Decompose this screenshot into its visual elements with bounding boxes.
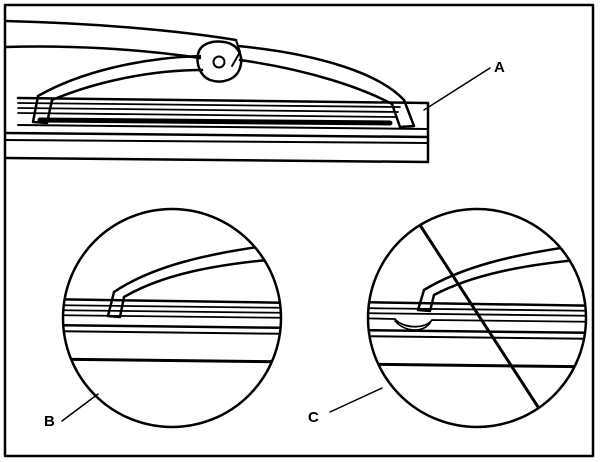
yoke-claw-right — [390, 98, 416, 129]
pivot-rivet — [212, 55, 226, 69]
blade-yoke-right — [236, 44, 406, 102]
leader-line-c — [329, 387, 383, 413]
wiper-assembly-top — [5, 19, 491, 164]
label-b: B — [44, 413, 55, 430]
label-a: A — [494, 59, 505, 76]
wiper-pivot — [196, 40, 243, 83]
wiper-arm — [5, 19, 238, 42]
wiper-blade-rubber — [16, 96, 430, 139]
leader-line-a — [423, 67, 491, 111]
detail-circle-incorrect — [329, 207, 588, 429]
figure-frame — [3, 3, 595, 458]
detail-circle-correct — [61, 207, 283, 429]
blade-yoke-left — [36, 54, 202, 98]
windshield-base — [5, 131, 430, 164]
label-c: C — [308, 409, 319, 426]
leader-line-b — [61, 393, 99, 422]
cross-out-line — [416, 220, 542, 412]
